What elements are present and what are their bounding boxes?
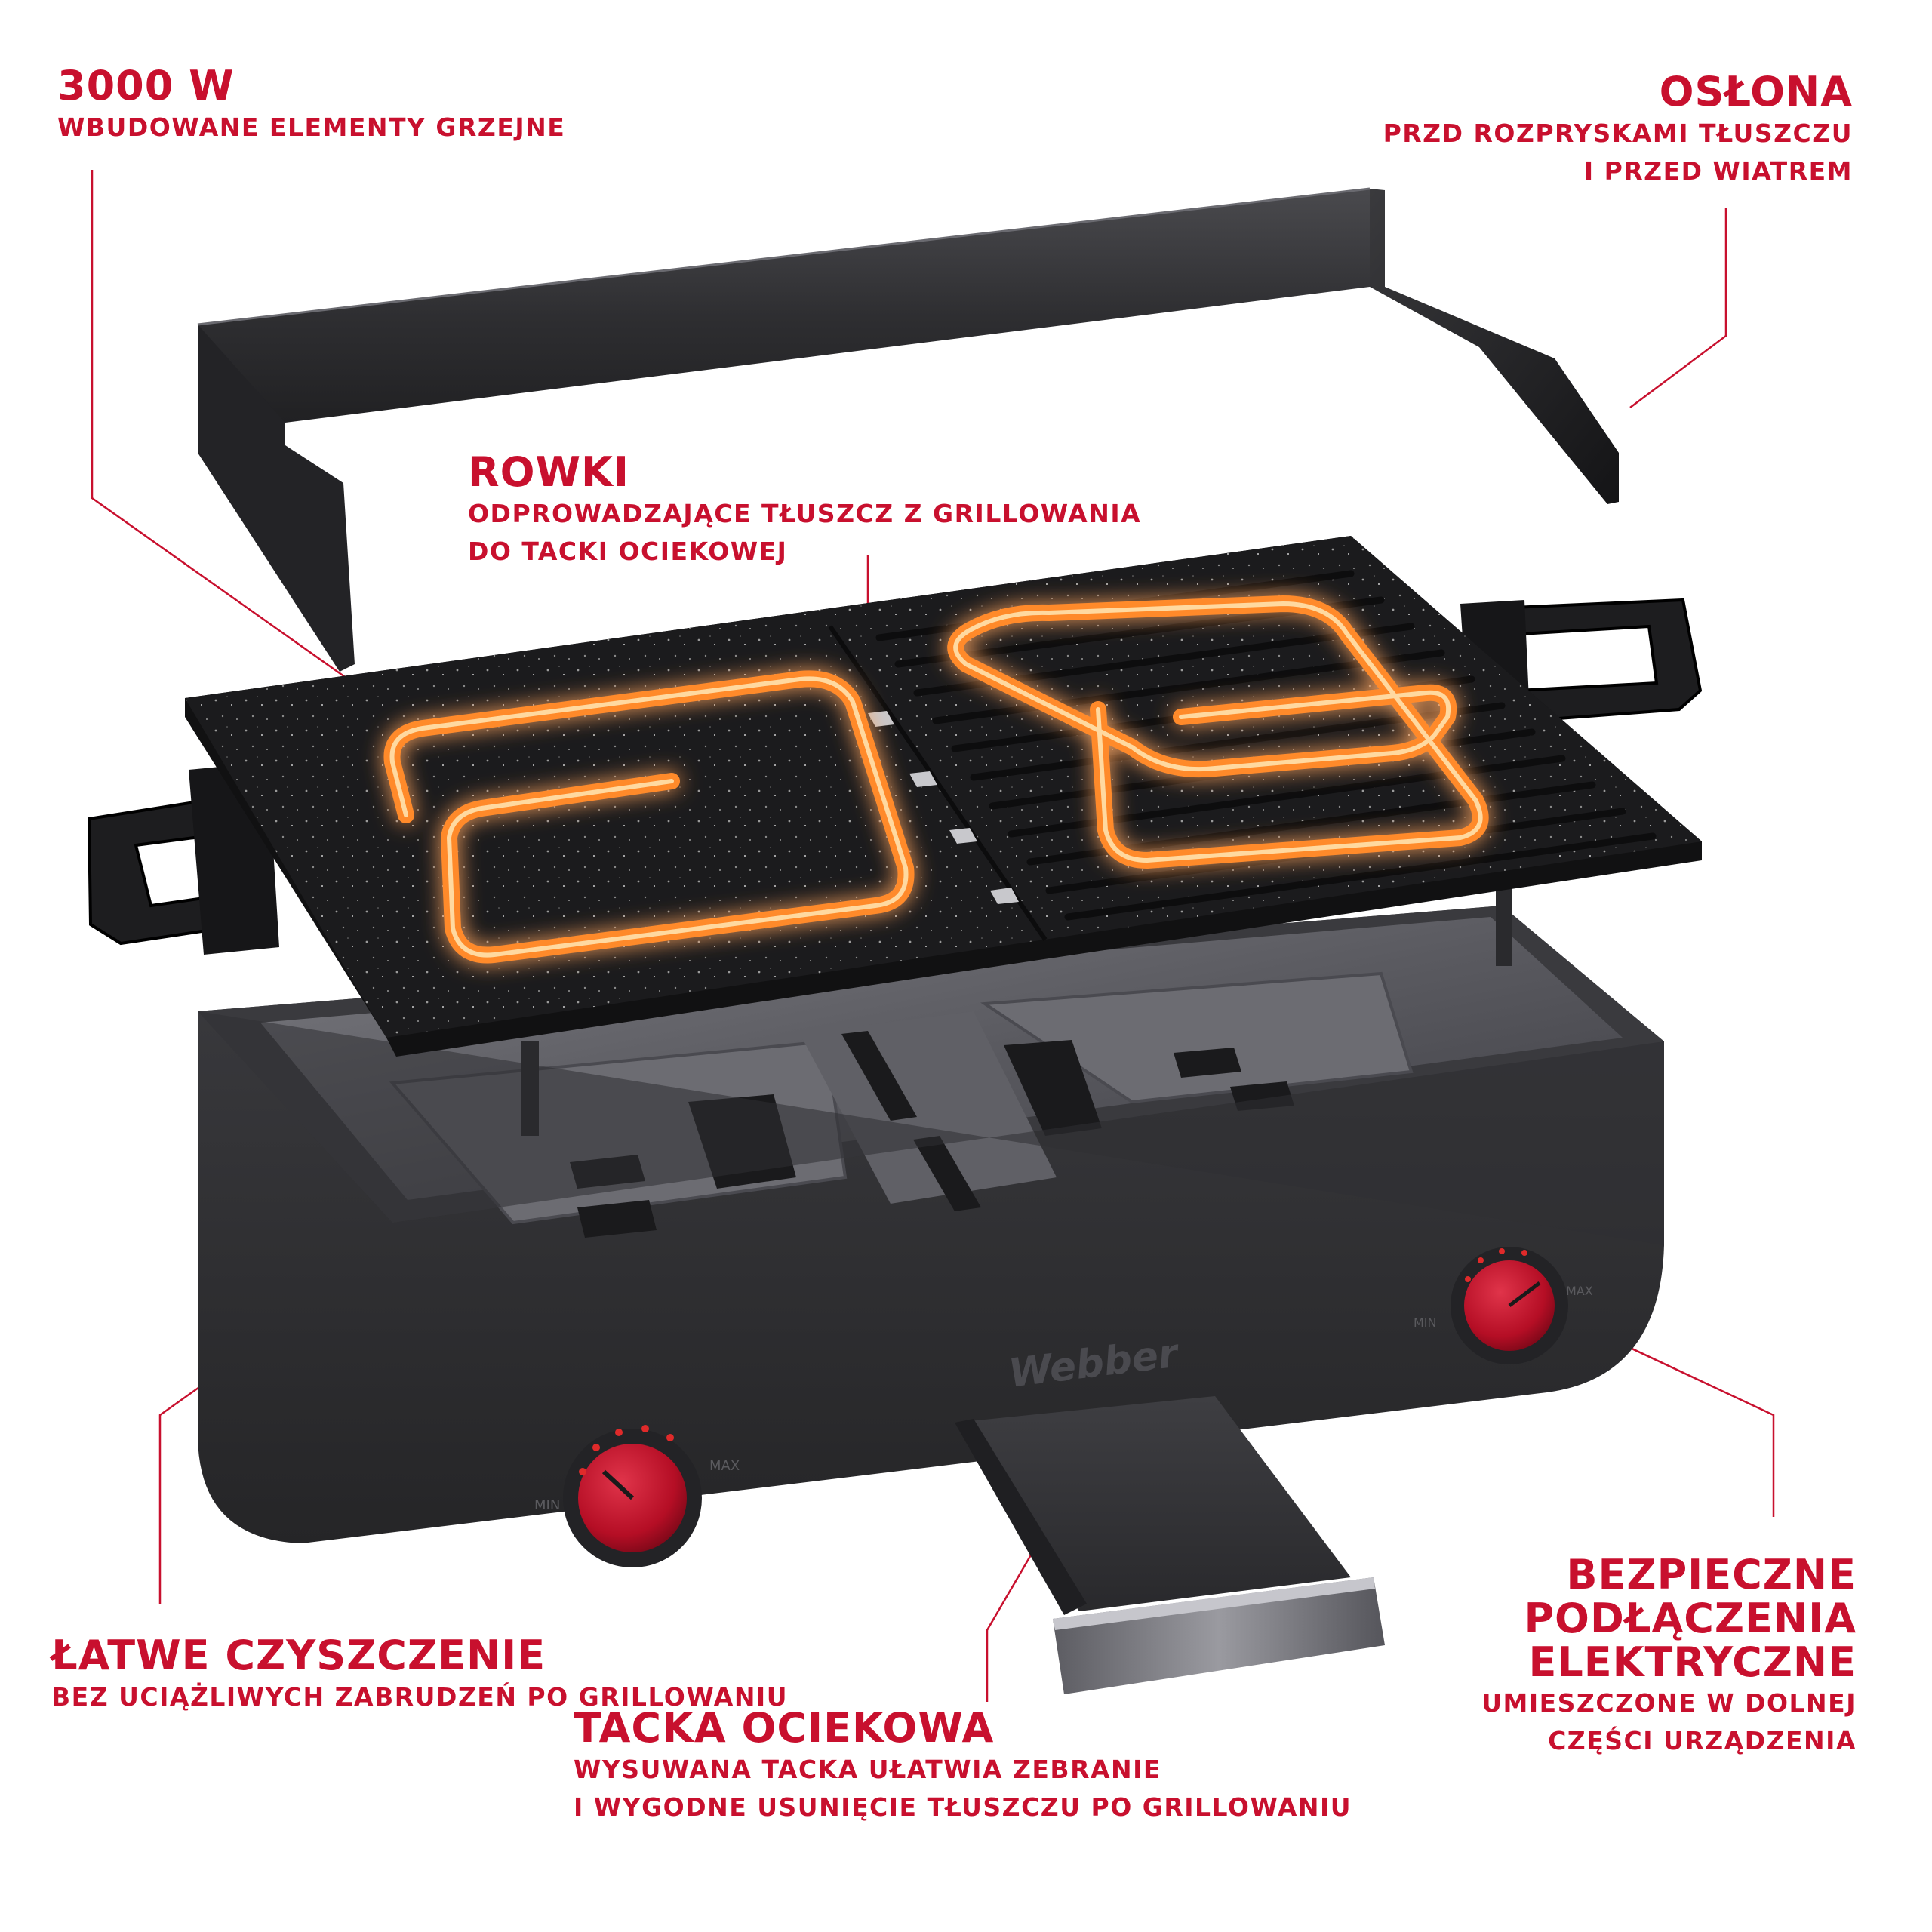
plate-divider <box>828 625 1048 941</box>
base-front-face <box>198 1011 1664 1245</box>
plate-leg-left <box>521 1041 539 1136</box>
tray-front-lip <box>1053 1577 1375 1630</box>
grill-plate <box>87 536 1703 1057</box>
plate-leg-right <box>1496 883 1512 966</box>
shield-back-panel <box>198 189 1370 445</box>
tray-left-wall <box>955 1419 1087 1615</box>
callout-tray: TACKA OCIEKOWA WYSUWANA TACKA UŁATWIA ZE… <box>574 1706 1352 1826</box>
pan-right-recess <box>980 971 1414 1104</box>
knob-right-indicator <box>1508 1281 1541 1307</box>
channel-slot-1 <box>841 1031 917 1121</box>
knob-right-max-label: MAX <box>1566 1284 1593 1298</box>
vent-right-big <box>1004 1040 1102 1136</box>
callout-tray-title: TACKA OCIEKOWA <box>574 1704 995 1752</box>
knob-left-dots <box>579 1425 674 1475</box>
leader-power <box>91 170 397 715</box>
callout-tray-line-1: WYSUWANA TACKA UŁATWIA ZEBRANIE <box>574 1755 1161 1784</box>
callout-power-title: 3000 W <box>57 62 235 109</box>
vent-right-small-1 <box>1174 1048 1241 1078</box>
wind-shield <box>197 187 1619 672</box>
callout-safety-title-3: ELEKTRYCZNE <box>1528 1638 1857 1686</box>
leader-shield <box>1629 208 1727 409</box>
knob-left-max-label: MAX <box>709 1458 740 1474</box>
callout-safety-title-1: BEZPIECZNE <box>1566 1551 1857 1598</box>
knob-right[interactable]: MIN MAX <box>1414 1247 1593 1364</box>
plate-legs <box>521 883 1512 1136</box>
knob-left[interactable]: MIN MAX <box>534 1425 740 1567</box>
callout-shield-line-1: PRZD ROZPRYSKAMI TŁUSZCZU <box>1383 118 1853 148</box>
callout-grooves-line-2: DO TACKI OCIEKOWEJ <box>468 537 788 566</box>
heating-element-right <box>947 595 1489 869</box>
callout-clean: ŁATWE CZYSZCZENIE BEZ UCIĄŻLIWYCH ZABRUD… <box>51 1633 788 1716</box>
callout-grooves-line-1: ODPROWADZAJĄCE TŁUSZCZ Z GRILLOWANIA <box>468 499 1142 528</box>
knob-right-min-label: MIN <box>1414 1315 1437 1330</box>
shield-right-panel <box>1370 189 1619 504</box>
callout-clean-title: ŁATWE CZYSZCZENIE <box>51 1632 546 1679</box>
knob-right-dots <box>1465 1248 1527 1282</box>
callout-power-line-1: WBUDOWANE ELEMENTY GRZEJNE <box>57 112 566 142</box>
callout-grooves-title: ROWKI <box>468 448 629 496</box>
grease-slots <box>868 711 1019 904</box>
plate-top <box>185 536 1702 1038</box>
callout-clean-line-1: BEZ UCIĄŻLIWYCH ZABRUDZEŃ PO GRILLOWANIU <box>51 1682 789 1712</box>
grill-base: Webber <box>198 906 1664 1543</box>
channel-slot-2 <box>913 1136 981 1211</box>
callout-shield: OSŁONA PRZD ROZPRYSKAMI TŁUSZCZU I PRZED… <box>1383 69 1853 190</box>
tray-front-handle <box>1053 1577 1385 1694</box>
callout-safety-title-2: PODŁĄCZENIA <box>1524 1595 1857 1642</box>
callout-shield-title: OSŁONA <box>1659 68 1853 115</box>
callout-shield-line-2: I PRZED WIATREM <box>1583 156 1853 186</box>
callout-power: 3000 W WBUDOWANE ELEMENTY GRZEJNE <box>57 63 565 146</box>
knob-left-min-label: MIN <box>534 1497 560 1513</box>
callout-safety-line-1: UMIESZCZONE W DOLNEJ <box>1481 1688 1857 1718</box>
vent-left-small-2 <box>577 1200 657 1238</box>
callout-safety: BEZPIECZNE PODŁĄCZENIA ELEKTRYCZNE UMIES… <box>1481 1553 1857 1760</box>
shield-edge-highlight <box>197 187 1371 326</box>
heating-element-left <box>383 670 915 964</box>
callout-grooves: ROWKI ODPROWADZAJĄCE TŁUSZCZ Z GRILLOWAN… <box>468 450 1141 571</box>
callout-safety-line-2: CZĘŚCI URZĄDZENIA <box>1548 1726 1857 1755</box>
drip-tray[interactable] <box>955 1396 1385 1694</box>
callout-tray-line-2: I WYGODNE USUNIĘCIE TŁUSZCZU PO GRILLOWA… <box>574 1792 1352 1822</box>
shield-left-panel <box>198 325 355 672</box>
knob-left-indicator <box>601 1469 635 1500</box>
